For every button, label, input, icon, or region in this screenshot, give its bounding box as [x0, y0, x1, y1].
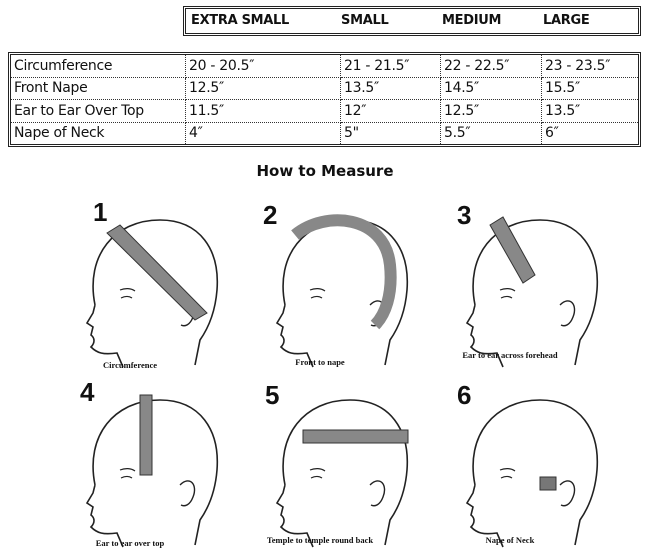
figure-caption: Ear to ear over top [95, 538, 165, 548]
cell: 22 - 22.5″ [441, 55, 542, 78]
row-label: Nape of Neck [11, 122, 186, 144]
cell: 13.5″ [341, 77, 441, 100]
cell: 20 - 20.5″ [186, 55, 341, 78]
figure-caption: Front to nape [295, 357, 345, 367]
cell: 14.5″ [441, 77, 542, 100]
size-small: SMALL [341, 13, 389, 28]
measuring-tape-icon [302, 429, 409, 444]
figure-number: 4 [80, 377, 95, 407]
measuring-tape-icon [489, 216, 536, 284]
measuring-tape-icon [106, 224, 208, 321]
figure-ear-to-ear-forehead: 3 Ear to ear across forehead [415, 195, 605, 370]
size-large: LARGE [543, 13, 590, 28]
figure-caption: Ear to ear across forehead [462, 350, 558, 360]
figure-caption: Temple to temple round back [266, 535, 374, 545]
cell: 4″ [186, 122, 341, 144]
cell: 6″ [545, 125, 559, 142]
figure-caption: Circumference [103, 360, 157, 370]
cell: 5.5″ [441, 122, 542, 144]
figure-front-to-nape: 2 Front to nape [225, 195, 415, 370]
figure-caption: Nape of Neck [485, 535, 535, 545]
size-medium: MEDIUM [442, 13, 502, 28]
figure-number: 1 [93, 197, 108, 227]
cell: 12″ [341, 100, 441, 123]
cell: 12.5″ [441, 100, 542, 123]
size-header: EXTRA SMALL SMALL MEDIUM LARGE [183, 6, 641, 36]
figure-nape-of-neck: 6 Nape of Neck [415, 375, 605, 550]
cell: 23 - 23.5″ [542, 55, 638, 78]
figure-ear-to-ear-top: 4 Ear to ear over top [35, 375, 225, 550]
how-to-measure-title: How to Measure [256, 162, 394, 180]
size-extra-small: EXTRA SMALL [191, 13, 289, 28]
table-row: Circumference 20 - 20.5″ 21 - 21.5″ 22 -… [11, 55, 638, 78]
figure-number: 2 [263, 200, 278, 230]
figure-circumference: 1 Circumference [35, 195, 225, 370]
cell: 12.5″ [186, 77, 341, 100]
cell: 13.5″ [542, 100, 638, 123]
measuring-tape-icon [291, 214, 397, 330]
measuring-tape-icon [139, 394, 153, 476]
figure-temple-to-temple: 5 Temple to temple round back [225, 375, 415, 550]
cell: 15.5″ [542, 78, 638, 100]
measuring-tape-icon [539, 476, 557, 491]
cell: 11.5″ [186, 100, 341, 123]
row-label: Front Nape [11, 77, 186, 100]
figure-number: 6 [457, 380, 472, 410]
cell: 21 - 21.5″ [341, 55, 441, 78]
figure-number: 3 [457, 200, 472, 230]
cell: 5" [341, 122, 441, 144]
table-row: Ear to Ear Over Top 11.5″ 12″ 12.5″ 13.5… [11, 100, 638, 123]
row-label: Ear to Ear Over Top [11, 100, 186, 123]
figure-number: 5 [265, 380, 280, 410]
table-row: Front Nape 12.5″ 13.5″ 14.5″ 15.5″ [11, 77, 638, 100]
size-chart-table: Circumference 20 - 20.5″ 21 - 21.5″ 22 -… [8, 52, 641, 147]
table-row: Nape of Neck 4″ 5" 5.5″ 6″ [11, 122, 638, 144]
row-label: Circumference [11, 55, 186, 78]
